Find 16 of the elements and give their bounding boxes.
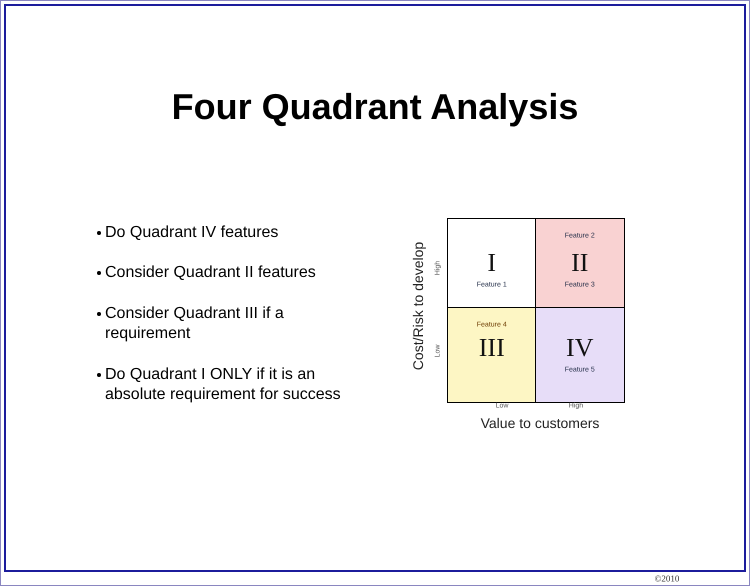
- quadrant-numeral: I: [487, 250, 496, 276]
- copyright-note: ©2010: [654, 574, 680, 584]
- bullet-text: Consider Quadrant III if a requirement: [105, 304, 285, 344]
- quadrant-box: [535, 307, 624, 402]
- quadrant-box: [535, 218, 624, 308]
- title: Four Quadrant Analysis: [172, 85, 578, 129]
- axis-title: Value to customers: [480, 416, 600, 430]
- bullet-text: Do Quadrant IV features: [105, 223, 278, 243]
- bullet-text: Do Quadrant I ONLY if it is an absolute requirement for success: [105, 365, 342, 405]
- quadrant-box: [447, 218, 536, 308]
- axis-title: Cost/Risk to develop: [411, 242, 425, 370]
- bullet-text: Consider Quadrant II features: [105, 263, 316, 283]
- quadrant-numeral: IV: [566, 335, 594, 361]
- quadrant-numeral: II: [571, 250, 588, 276]
- quadrant-numeral: III: [478, 335, 505, 361]
- quadrant-box: [447, 307, 536, 402]
